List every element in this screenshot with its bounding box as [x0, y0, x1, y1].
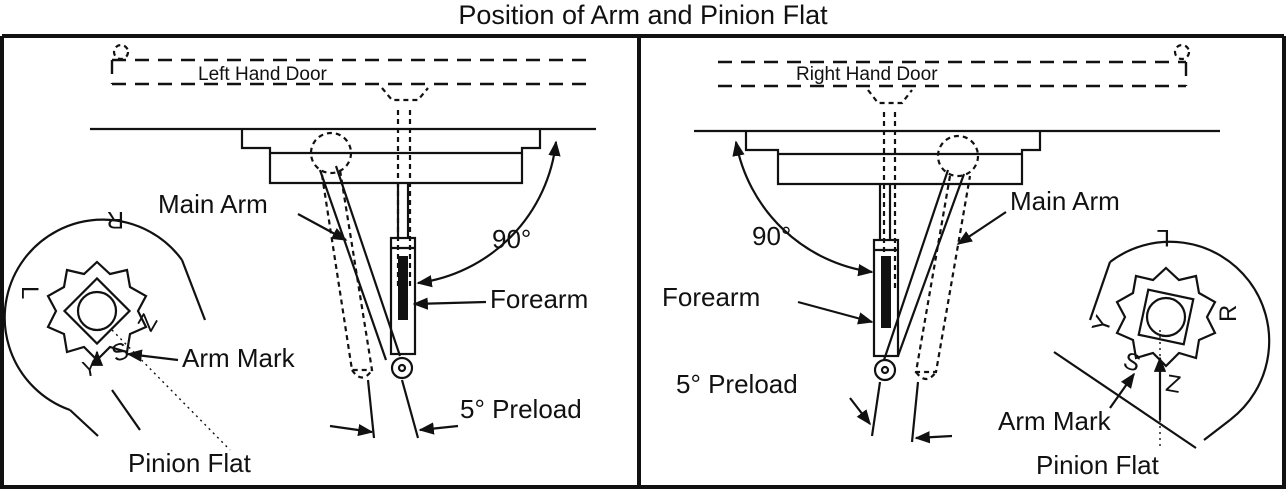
- right-pinion-detail: [1053, 240, 1271, 450]
- right-arm-mark-label: Arm Mark: [998, 406, 1112, 436]
- left-main-arm: [318, 165, 402, 379]
- right-door-pivot: [867, 89, 913, 105]
- right-letter-r: R: [1215, 305, 1242, 322]
- right-main-arm: [882, 169, 972, 381]
- right-preload-indicator: [849, 381, 953, 444]
- left-pinion-flat-label: Pinion Flat: [128, 448, 252, 478]
- left-90-degree-arc: [416, 140, 561, 288]
- left-letter-l: L: [16, 286, 43, 299]
- left-forearm-label: Forearm: [490, 284, 588, 314]
- left-forearm: [389, 183, 417, 380]
- right-angle-label: 90°: [752, 221, 791, 251]
- left-preload-indicator: [329, 379, 459, 439]
- frame: [0, 34, 1286, 489]
- left-arm-mark-label: Arm Mark: [182, 343, 296, 373]
- right-90-degree-arc: [732, 140, 874, 277]
- left-door-outline: [110, 43, 590, 86]
- right-preload-label: 5° Preload: [676, 369, 798, 399]
- right-letter-s: S: [1120, 347, 1144, 378]
- right-hand-door-panel: Right Hand Door 90: [662, 43, 1271, 480]
- right-letter-z: Z: [1164, 370, 1183, 399]
- right-main-arm-label: Main Arm: [1010, 186, 1120, 216]
- right-forearm: [872, 184, 900, 382]
- right-pinion-flat-label: Pinion Flat: [1036, 450, 1160, 480]
- diagram-title: Position of Arm and Pinion Flat: [458, 0, 828, 30]
- right-frame-header: [694, 129, 1220, 186]
- left-door-label: Left Hand Door: [198, 64, 328, 85]
- left-hand-door-panel: Left Hand Door: [3, 43, 596, 478]
- right-letter-l: L: [1157, 224, 1170, 251]
- left-angle-label: 90°: [492, 224, 531, 254]
- left-main-arm-label: Main Arm: [158, 189, 268, 219]
- left-door-pivot: [381, 87, 429, 102]
- right-letter-y: Y: [1087, 312, 1118, 336]
- left-arm-shoe: [309, 131, 353, 175]
- right-door-outline: [718, 43, 1191, 88]
- left-pinion-detail: [3, 218, 231, 451]
- left-letter-y: Y: [80, 355, 99, 382]
- left-preload-label: 5° Preload: [460, 394, 582, 424]
- right-arm-shoe: [936, 134, 980, 178]
- left-letter-z: Z: [133, 310, 164, 336]
- left-letter-r: R: [107, 206, 124, 233]
- left-frame-header: [90, 127, 596, 185]
- right-door-label: Right Hand Door: [796, 64, 938, 85]
- right-forearm-label: Forearm: [662, 282, 760, 312]
